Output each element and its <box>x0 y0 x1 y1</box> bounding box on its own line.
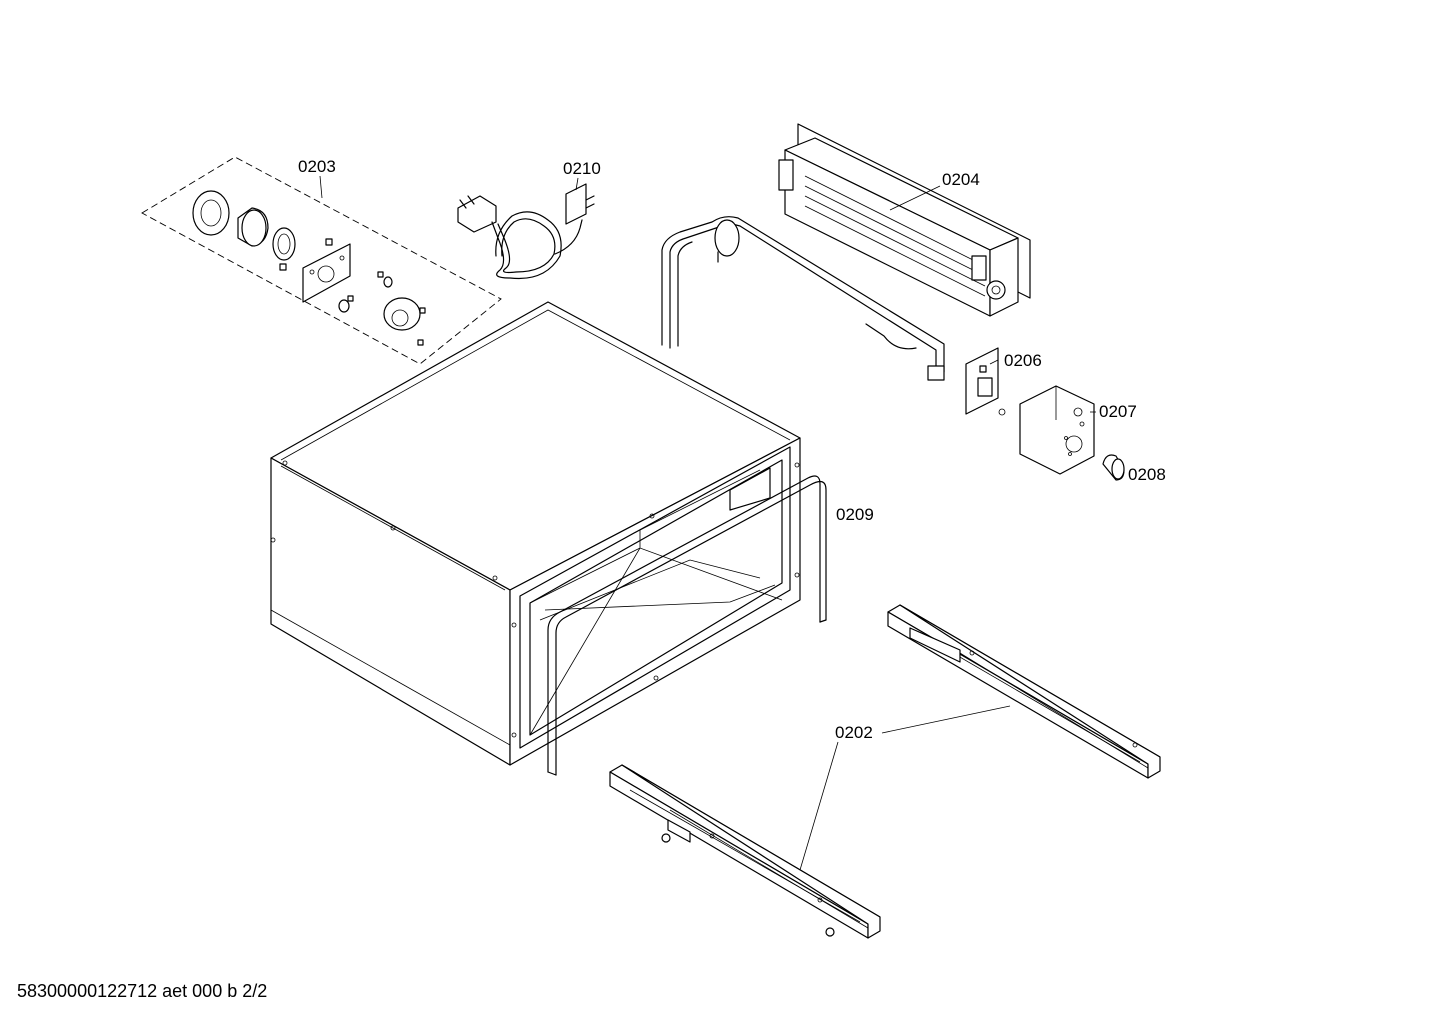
part-label-0202: 0202 <box>835 723 873 742</box>
telescopic-rail-right <box>887 604 1161 779</box>
cabinet-housing <box>270 301 801 766</box>
part-label-0206: 0206 <box>1004 351 1042 370</box>
door-seal-0209 <box>547 475 827 776</box>
bracket-plate-0207 <box>1019 385 1095 475</box>
part-label-0207: 0207 <box>1099 402 1137 421</box>
switch-plate-0206 <box>965 347 1006 416</box>
part-label-0209: 0209 <box>836 505 874 524</box>
telescopic-rail-left <box>609 764 881 939</box>
drawing-footer-code: 58300000122712 aet 000 b 2/2 <box>17 981 268 1001</box>
power-cable-0210 <box>457 183 595 280</box>
part-label-0203: 0203 <box>298 157 336 176</box>
leader-lines <box>319 175 1096 871</box>
part-label-0204: 0204 <box>942 170 980 189</box>
fan-heater-0204 <box>778 123 1031 317</box>
kit-0203 <box>141 156 502 365</box>
wiring-harness <box>661 216 945 381</box>
knob-0208 <box>1102 454 1125 481</box>
part-label-0210: 0210 <box>563 159 601 178</box>
part-label-0208: 0208 <box>1128 465 1166 484</box>
